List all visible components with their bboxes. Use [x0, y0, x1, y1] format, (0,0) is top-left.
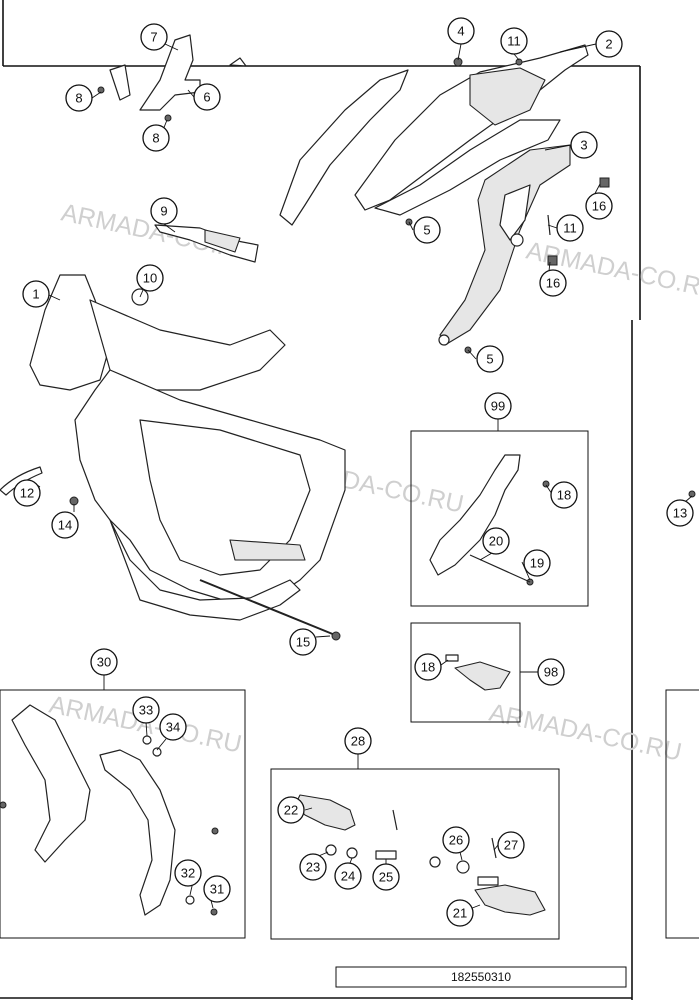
- callout-98: 98: [537, 658, 565, 686]
- callout-3: 3: [570, 131, 598, 159]
- svg-text:6: 6: [203, 90, 210, 105]
- callout-23: 23: [299, 853, 327, 881]
- svg-text:24: 24: [341, 869, 355, 884]
- svg-text:19: 19: [530, 556, 544, 571]
- callout-5: 5: [413, 216, 441, 244]
- callout-10: 10: [136, 264, 164, 292]
- svg-text:98: 98: [544, 665, 558, 680]
- svg-text:21: 21: [453, 906, 467, 921]
- callout-16: 16: [585, 192, 613, 220]
- svg-text:18: 18: [557, 488, 571, 503]
- callout-25: 25: [372, 863, 400, 891]
- svg-text:1: 1: [32, 287, 39, 302]
- svg-text:18: 18: [421, 660, 435, 675]
- svg-text:5: 5: [486, 352, 493, 367]
- diagram-code-box: 182550310: [335, 966, 627, 988]
- main-frame: [29, 274, 346, 621]
- svg-text:8: 8: [152, 131, 159, 146]
- svg-text:15: 15: [296, 635, 310, 650]
- svg-text:30: 30: [97, 655, 111, 670]
- svg-text:7: 7: [150, 30, 157, 45]
- callout-5: 5: [476, 345, 504, 373]
- svg-text:99: 99: [491, 399, 505, 414]
- callout-31: 31: [203, 875, 231, 903]
- svg-text:9: 9: [160, 204, 167, 219]
- callout-14: 14: [51, 511, 79, 539]
- svg-text:33: 33: [139, 703, 153, 718]
- callout-12: 12: [13, 479, 41, 507]
- svg-text:4: 4: [457, 24, 464, 39]
- rear-bracket: [438, 144, 571, 346]
- kit-28-box: [270, 768, 560, 940]
- svg-text:13: 13: [673, 506, 687, 521]
- svg-text:28: 28: [351, 734, 365, 749]
- callout-30: 30: [90, 648, 118, 676]
- callout-22: 22: [277, 796, 305, 824]
- callout-16: 16: [539, 269, 567, 297]
- callout-6: 6: [193, 83, 221, 111]
- svg-text:16: 16: [592, 199, 606, 214]
- callout-27: 27: [497, 831, 525, 859]
- callout-28: 28: [344, 727, 372, 755]
- svg-text:27: 27: [504, 838, 518, 853]
- svg-text:2: 2: [605, 37, 612, 52]
- callout-33: 33: [132, 696, 160, 724]
- kit-99-box: [410, 430, 589, 607]
- callout-21: 21: [446, 899, 474, 927]
- callout-list: 1 2 3 4 5 5 6 7 8 8 9 10 11 11 12 13 14 …: [13, 17, 694, 927]
- callout-32: 32: [174, 859, 202, 887]
- svg-text:12: 12: [20, 486, 34, 501]
- svg-text:31: 31: [210, 882, 224, 897]
- svg-text:26: 26: [449, 833, 463, 848]
- callout-8: 8: [65, 84, 93, 112]
- callout-20: 20: [482, 527, 510, 555]
- callout-99: 99: [484, 392, 512, 420]
- cropped-box: [665, 689, 699, 939]
- callout-15: 15: [289, 628, 317, 656]
- svg-text:22: 22: [284, 803, 298, 818]
- svg-text:8: 8: [75, 91, 82, 106]
- svg-text:25: 25: [379, 870, 393, 885]
- kit-98-box: [410, 622, 521, 723]
- svg-text:3: 3: [580, 138, 587, 153]
- svg-text:32: 32: [181, 866, 195, 881]
- callout-11: 11: [500, 27, 528, 55]
- callout-13: 13: [666, 499, 694, 527]
- callout-1: 1: [22, 280, 50, 308]
- callout-4: 4: [447, 17, 475, 45]
- diagram-code: 182550310: [451, 970, 511, 984]
- callout-18: 18: [550, 481, 578, 509]
- svg-text:16: 16: [546, 276, 560, 291]
- svg-text:14: 14: [58, 518, 72, 533]
- callout-9: 9: [150, 197, 178, 225]
- callout-26: 26: [442, 826, 470, 854]
- svg-text:23: 23: [306, 860, 320, 875]
- kit-30-box: [0, 689, 246, 939]
- svg-text:5: 5: [423, 223, 430, 238]
- callout-24: 24: [334, 862, 362, 890]
- callout-11: 11: [556, 214, 584, 242]
- svg-text:20: 20: [489, 534, 503, 549]
- callout-18: 18: [414, 653, 442, 681]
- svg-text:11: 11: [507, 34, 521, 49]
- svg-text:11: 11: [563, 221, 577, 236]
- footrest-bracket: [97, 34, 247, 122]
- callout-7: 7: [140, 23, 168, 51]
- svg-text:34: 34: [166, 720, 180, 735]
- callout-19: 19: [523, 549, 551, 577]
- callout-34: 34: [159, 713, 187, 741]
- rear-subframe: [279, 44, 589, 226]
- svg-text:10: 10: [143, 271, 157, 286]
- watermark: ARMADA-CO.RU: [487, 698, 684, 766]
- callout-2: 2: [595, 30, 623, 58]
- callout-8: 8: [142, 124, 170, 152]
